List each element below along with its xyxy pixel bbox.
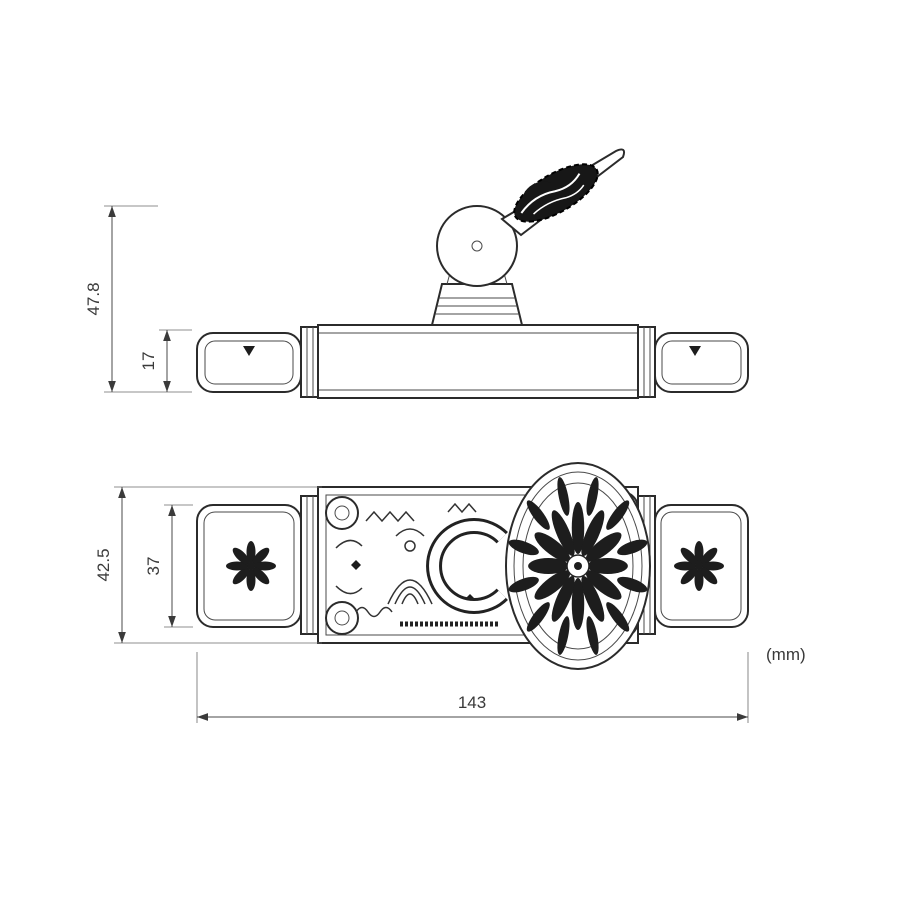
plan-cap-left	[196, 495, 319, 635]
plan-cap-right	[637, 495, 749, 635]
side-collar-right	[637, 326, 656, 398]
plan-view	[196, 462, 749, 670]
corner-screw-top-left	[325, 496, 359, 530]
dim-overall-height: 47.8	[84, 205, 192, 393]
pivot-disc	[436, 205, 518, 287]
side-view-body	[196, 324, 749, 399]
cap-notch-left	[243, 346, 255, 356]
cap-notch-right	[689, 346, 701, 356]
side-collar-left	[300, 326, 319, 398]
oval-leaf-rosette	[508, 477, 648, 655]
dim-body-height: 17	[139, 329, 192, 392]
dim-label-overall-length: 143	[458, 693, 486, 712]
rosette-flower-right	[674, 541, 724, 591]
dim-label-cap-depth: 37	[144, 557, 163, 576]
lever-handle	[500, 148, 626, 237]
pivot-center-hole	[471, 240, 483, 252]
dim-overall-length: 143	[196, 652, 749, 723]
side-body-center	[317, 324, 639, 399]
dim-cap-depth: 37	[144, 504, 193, 628]
dim-label-body-height: 17	[139, 352, 158, 371]
unit-label: (mm)	[766, 645, 806, 664]
rosette-flower-left	[226, 541, 276, 591]
lever-grip	[513, 163, 599, 223]
lever-top-profile	[426, 518, 508, 614]
oval-escutcheon	[505, 462, 651, 670]
plan-collar-left	[300, 495, 319, 635]
dim-label-overall-height: 47.8	[84, 282, 103, 315]
side-view	[196, 148, 749, 399]
dim-overall-depth: 42.5	[94, 486, 322, 644]
lever-stem	[430, 265, 524, 326]
corner-screw-bottom-left	[325, 601, 359, 635]
dimensions: 47.8 17 42.5 37 143	[84, 205, 806, 723]
pivot-circle	[436, 205, 518, 287]
dim-label-overall-depth: 42.5	[94, 548, 113, 581]
side-cap-right	[654, 332, 749, 393]
side-cap-left	[196, 332, 302, 393]
